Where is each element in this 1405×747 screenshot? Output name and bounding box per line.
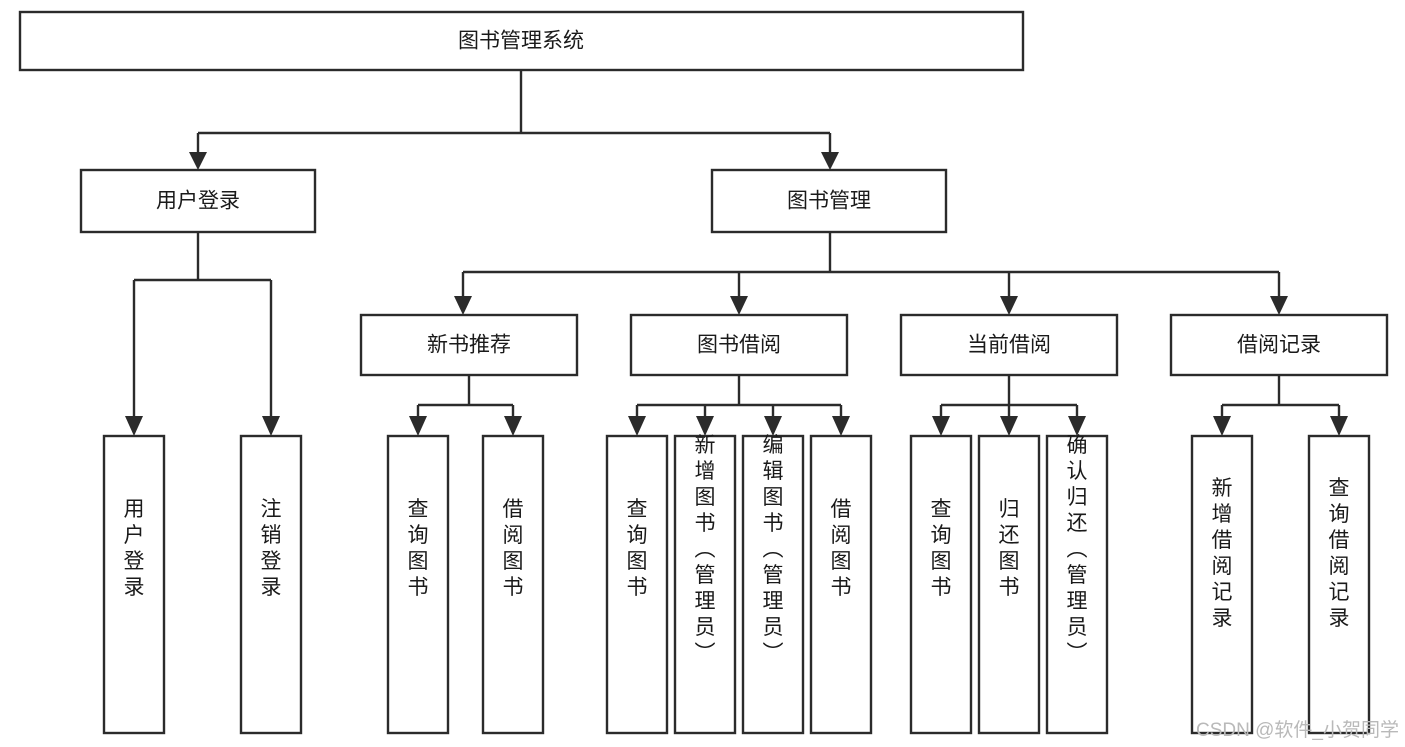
leaf-br-query-record-label: 查询借阅记录 [1329,477,1350,630]
leaf-node-logout[interactable]: 注销登录 [239,434,303,735]
leaf-node-bb-add-book[interactable]: 新增图书︵管理员︶ [673,434,737,735]
node-root-book-management-system[interactable]: 图书管理系统 [18,10,1025,72]
node-new-book-recommend-label: 新书推荐 [427,334,511,357]
node-book-management-box[interactable] [710,168,948,234]
leaf-cb-query-book-label: 查询图书 [931,498,952,599]
leaf-bb-add-book-box[interactable] [673,434,737,735]
watermark-label: CSDN @软件_小贺同学 [1196,719,1399,741]
arrow-head-bb-leaf-1 [628,416,646,436]
leaf-bb-add-book-label: 新增图书︵管理员︶ [695,434,716,665]
leaf-cb-confirm-return-box[interactable] [1045,434,1109,735]
leaf-cb-confirm-return-label: 确认归还︵管理员︶ [1067,434,1088,665]
leaf-user-login-label: 用户登录 [124,498,145,599]
leaf-br-add-record-label: 新增借阅记录 [1212,477,1233,630]
arrow-head-cb-leaf-1 [932,416,950,436]
node-new-book-recommend[interactable]: 新书推荐 [359,313,579,377]
node-book-borrow-label: 图书借阅 [697,334,781,357]
leaf-node-bb-edit-book[interactable]: 编辑图书︵管理员︶ [741,434,805,735]
leaf-br-query-record-box[interactable] [1307,434,1371,735]
node-current-borrow[interactable]: 当前借阅 [899,313,1119,377]
connector-group-book-borrow-to-leaves [628,375,850,436]
arrow-head-new-book [454,296,472,315]
node-borrow-record[interactable]: 借阅记录 [1169,313,1389,377]
node-borrow-record-box[interactable] [1169,313,1389,377]
node-user-login[interactable]: 用户登录 [79,168,317,234]
connector-group-root-to-level2 [189,70,839,170]
arrow-head-leaf-logout [262,416,280,436]
leaf-node-bb-borrow-book[interactable]: 借阅图书 [809,434,873,735]
leaf-cb-return-book-box[interactable] [977,434,1041,735]
arrow-head-user-login [189,152,207,170]
connector-group-user-login-to-leaves [125,232,280,436]
arrow-head-bb-leaf-4 [832,416,850,436]
leaf-node-br-add-record[interactable]: 新增借阅记录 [1190,434,1254,735]
arrow-head-current-borrow [1000,296,1018,315]
connector-group-new-book-to-leaves [409,375,522,436]
arrow-head-nb-leaf-1 [409,416,427,436]
leaf-user-login-box[interactable] [102,434,166,735]
leaf-node-cb-query-book[interactable]: 查询图书 [909,434,973,735]
arrow-head-leaf-user-login [125,416,143,436]
node-book-management[interactable]: 图书管理 [710,168,948,234]
leaf-cb-return-book-label: 归还图书 [999,498,1020,599]
node-user-login-label: 用户登录 [156,190,240,213]
arrow-head-bb-leaf-2 [696,416,714,436]
leaf-node-cb-return-book[interactable]: 归还图书 [977,434,1041,735]
node-root-label: 图书管理系统 [458,30,584,53]
leaf-cb-query-book-box[interactable] [909,434,973,735]
connector-group-current-borrow-to-leaves [932,375,1086,436]
leaf-nb-query-book-box[interactable] [386,434,450,735]
arrow-head-nb-leaf-2 [504,416,522,436]
leaf-node-nb-query-book[interactable]: 查询图书 [386,434,450,735]
arrow-head-book-borrow [730,296,748,315]
arrow-head-cb-leaf-2 [1000,416,1018,436]
connector-group-book-manage-to-level3 [454,232,1288,315]
leaf-nb-borrow-book-box[interactable] [481,434,545,735]
leaf-nb-query-book-label: 查询图书 [408,498,429,599]
leaf-node-user-login-action[interactable]: 用户登录 [102,434,166,735]
leaf-bb-edit-book-box[interactable] [741,434,805,735]
arrow-head-bb-leaf-3 [764,416,782,436]
connector-group-borrow-record-to-leaves [1213,375,1348,436]
leaf-bb-query-book-box[interactable] [605,434,669,735]
leaf-logout-box[interactable] [239,434,303,735]
leaf-bb-borrow-book-label: 借阅图书 [831,498,852,599]
node-new-book-recommend-box[interactable] [359,313,579,377]
leaf-node-bb-query-book[interactable]: 查询图书 [605,434,669,735]
leaf-node-nb-borrow-book[interactable]: 借阅图书 [481,434,545,735]
node-book-borrow[interactable]: 图书借阅 [629,313,849,377]
node-user-login-box[interactable] [79,168,317,234]
arrow-head-br-leaf-2 [1330,416,1348,436]
leaf-br-add-record-box[interactable] [1190,434,1254,735]
leaf-node-cb-confirm-return[interactable]: 确认归还︵管理员︶ [1045,434,1109,735]
node-book-management-label: 图书管理 [787,190,871,213]
leaf-bb-edit-book-label: 编辑图书︵管理员︶ [763,434,784,665]
node-borrow-record-label: 借阅记录 [1237,334,1321,357]
leaf-logout-label: 注销登录 [261,498,282,599]
node-book-borrow-box[interactable] [629,313,849,377]
leaf-nb-borrow-book-label: 借阅图书 [503,498,524,599]
leaf-bb-borrow-book-box[interactable] [809,434,873,735]
arrow-head-cb-leaf-3 [1068,416,1086,436]
node-current-borrow-box[interactable] [899,313,1119,377]
leaf-node-br-query-record[interactable]: 查询借阅记录 [1307,434,1371,735]
arrow-head-br-leaf-1 [1213,416,1231,436]
node-current-borrow-label: 当前借阅 [967,334,1051,357]
arrow-head-borrow-record [1270,296,1288,315]
leaf-bb-query-book-label: 查询图书 [627,498,648,599]
node-root-box[interactable] [18,10,1025,72]
arrow-head-book-manage [821,152,839,170]
